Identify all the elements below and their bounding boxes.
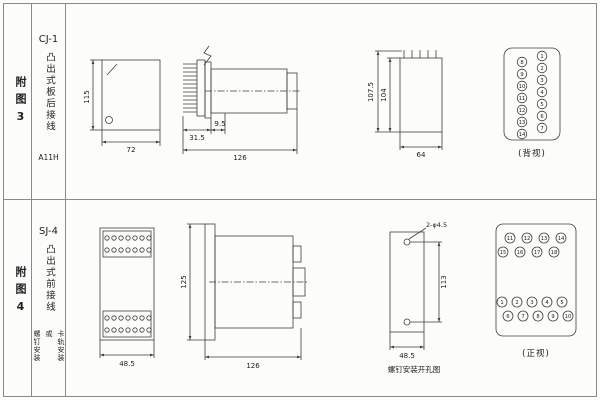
- mount-note-part1: 卡轨安装: [57, 330, 65, 362]
- figure4-side-view-drawing: 125 126: [180, 223, 309, 370]
- dimension-arrows: [183, 128, 297, 152]
- terminal-number: 1: [540, 54, 543, 60]
- dim-length-label: 126: [246, 362, 260, 370]
- dim-height-label: 113: [440, 275, 448, 288]
- terminal-number: 6: [540, 114, 543, 120]
- figure3-code-label: A11H: [38, 153, 59, 162]
- front-view-label: (正视): [522, 348, 550, 359]
- terminal-number: 3: [540, 78, 543, 84]
- mount-note-part3: 螺钉安装: [33, 330, 41, 362]
- mount-note-part2: 或: [45, 330, 53, 338]
- terminal-number: 11: [507, 236, 514, 242]
- figure4-terminal-view-drawing: 11 12 13 14 15 16 17 18 1 2 3 4 5 6 7 8 …: [495, 223, 577, 359]
- dimension-arrows: [188, 224, 301, 359]
- terminal-number: 13: [541, 236, 548, 242]
- terminal-number: 4: [540, 90, 544, 96]
- terminal-number: 7: [521, 314, 524, 320]
- figure3-index-label: 附图3: [14, 76, 27, 129]
- terminal-number: 5: [540, 102, 543, 108]
- terminal-number: 12: [519, 108, 526, 114]
- dim-height-label: 125: [180, 275, 188, 288]
- dimension-arrows: [390, 242, 441, 349]
- figure3-front-view-drawing: 115 72: [83, 59, 161, 154]
- terminal-number: 11: [519, 96, 526, 102]
- figure4-mount-note: 卡轨安装 或 螺钉安装: [33, 330, 65, 362]
- dim-length-label: 126: [233, 154, 247, 162]
- terminal-number: 16: [517, 250, 524, 256]
- figure3-side-view-drawing: 31.5 9.5 126: [182, 45, 301, 162]
- terminal-number: 12: [524, 236, 531, 242]
- figure3-mount-type-label: 凸出式板后接线: [44, 52, 55, 133]
- terminal-number: 9: [520, 72, 523, 78]
- dim-width-label: 72: [127, 146, 136, 154]
- hole-size-label: 2-φ4.5: [426, 221, 447, 229]
- terminal-number: 9: [551, 314, 554, 320]
- figure4-index-label: 附图4: [14, 266, 27, 319]
- terminal-number: 8: [536, 314, 539, 320]
- dim-height-inner-label: 104: [380, 88, 388, 102]
- terminal-number: 13: [519, 120, 526, 126]
- dimension-arrows: [376, 51, 442, 149]
- page-border: [3, 3, 597, 397]
- dimension-arrows: [100, 353, 154, 357]
- drill-view-outline: [389, 227, 442, 350]
- figure4-model-label: SJ-4: [39, 226, 58, 237]
- terminal-number: 18: [551, 250, 558, 256]
- terminal-number: 7: [540, 126, 543, 132]
- front-view-outline: [90, 59, 161, 146]
- terminal-number: 14: [519, 132, 526, 138]
- terminal-number: 1: [500, 300, 503, 306]
- terminal-number: 3: [530, 300, 533, 306]
- terminal-number: 14: [558, 236, 565, 242]
- terminal-number: 10: [519, 84, 526, 90]
- terminal-number: 6: [506, 314, 509, 320]
- terminal-number: 8: [520, 60, 523, 66]
- dim-width-label: 48.5: [399, 352, 415, 360]
- terminal-circles: [503, 47, 561, 141]
- dim-width-label: 48.5: [119, 360, 135, 368]
- terminal-number: 10: [565, 314, 572, 320]
- front-view-outline: [99, 227, 155, 358]
- side-view-outline: [187, 223, 309, 360]
- figure4-mount-type-label: 凸出式前接线: [44, 244, 55, 313]
- row-divider: [3, 199, 596, 200]
- terminal-number: 2: [540, 66, 543, 72]
- rear-view-label: (背视): [518, 148, 546, 159]
- dim-gap-label: 9.5: [214, 120, 225, 128]
- terminal-number: 17: [534, 250, 541, 256]
- dim-width-label: 64: [417, 151, 426, 159]
- dim-height-outer-label: 107.5: [367, 82, 375, 102]
- figure4-front-view-drawing: 48.5: [99, 227, 155, 368]
- figure3-model-label: CJ-1: [38, 34, 59, 45]
- figure4-drill-view-drawing: 2-φ4.5 113 48.5 螺钉安装开孔图: [388, 221, 448, 374]
- drill-diagram-caption: 螺钉安装开孔图: [388, 364, 441, 374]
- terminal-number: 5: [560, 300, 563, 306]
- figure3-panel-view-drawing: 107.5 104 64: [367, 50, 443, 159]
- figure3-terminal-view-drawing: 1 2 3 4 5 6 7 8 9 10 11 12 13 14 (背视): [503, 47, 561, 159]
- dim-height-label: 115: [83, 90, 91, 103]
- terminal-circles: [495, 223, 577, 337]
- terminal-number: 2: [515, 300, 518, 306]
- dimension-arrows: [91, 60, 160, 144]
- terminal-number: 4: [545, 300, 549, 306]
- dim-pin-depth-label: 31.5: [189, 134, 205, 142]
- panel-view-outline: [375, 50, 443, 150]
- terminal-number: 15: [500, 250, 507, 256]
- side-view-outline: [182, 45, 301, 154]
